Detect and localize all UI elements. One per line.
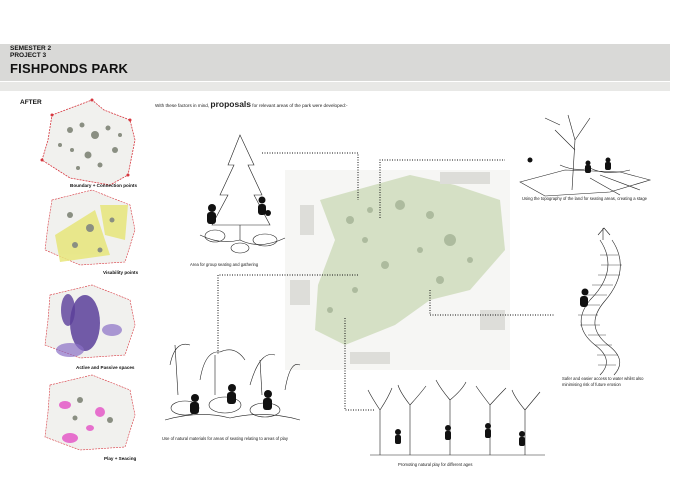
analysis-label-active-passive: Active and Passive spaces xyxy=(76,365,135,370)
analysis-label-visibility: Visability points xyxy=(103,270,139,275)
analysis-panel-active-passive xyxy=(44,284,136,359)
sketch-natural-seating xyxy=(164,343,301,421)
analysis-panel-play xyxy=(44,374,136,451)
sketch-figures-natural-seating xyxy=(190,384,272,414)
analysis-label-play: Play + Seacing xyxy=(104,456,137,461)
sketch-figures-seating xyxy=(207,196,271,224)
sketch-figures-natural-play xyxy=(395,423,525,446)
analysis-label-boundary: Boundary + Connection points xyxy=(70,183,137,188)
project-label: PROJECT 3 xyxy=(10,52,47,59)
analysis-panel-visibility xyxy=(44,189,136,266)
caption-riverbank: Safer and easier access to water whilst … xyxy=(562,376,644,387)
header-subband xyxy=(0,82,670,91)
sketch-stage xyxy=(519,114,652,197)
sketch-figure-riverbank xyxy=(580,288,589,307)
semester-label: SEMESTER 2 xyxy=(10,45,52,52)
page-title: FISHPONDS PARK xyxy=(10,61,129,76)
caption-natural-play: Promoting natural play for different age… xyxy=(398,462,473,467)
intro-text: With these factors in mind, proposals fo… xyxy=(155,99,348,109)
caption-natural-seating: Use of natural materials for areas of se… xyxy=(162,436,288,441)
sketch-natural-play xyxy=(367,379,545,456)
sketch-group-seating xyxy=(199,134,286,254)
analysis-panel-boundary xyxy=(40,98,136,186)
caption-stage: Using the topography of the land for sea… xyxy=(522,196,648,201)
header-band xyxy=(0,44,670,81)
caption-group-seating: Area for group seating and gathering xyxy=(190,262,259,267)
section-label: AFTER xyxy=(20,99,42,106)
sketch-figures-stage xyxy=(527,157,611,173)
sketch-riverbank xyxy=(578,227,622,376)
